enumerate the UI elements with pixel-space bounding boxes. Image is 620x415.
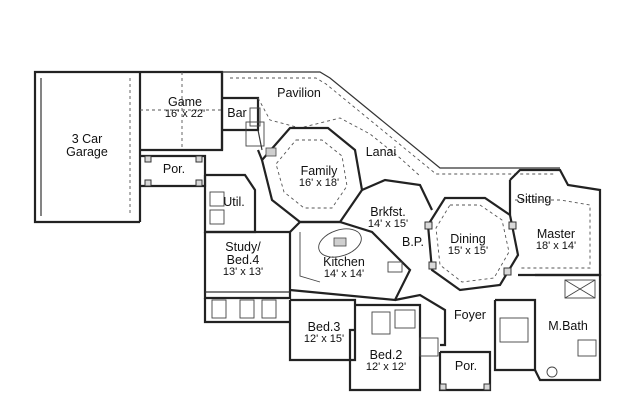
dining-name: Dining <box>450 232 486 246</box>
porch-bottom <box>438 350 492 392</box>
bed2-dims: 12' x 12' <box>365 361 407 374</box>
lanai-name: Lanai <box>365 145 397 159</box>
mbath-name: M.Bath <box>548 319 588 333</box>
master-bath-walls <box>534 273 602 382</box>
room-label-mbath: M.Bath <box>540 319 596 333</box>
bed3-name: Bed.3 <box>307 320 341 334</box>
kitchen-dims: 14' x 14' <box>323 268 365 281</box>
room-label-dining: Dining 15' x 15' <box>436 232 500 258</box>
room-label-bed3: Bed.3 12' x 15' <box>292 320 356 346</box>
bar-name: Bar <box>227 106 247 120</box>
sitting-name: Sitting <box>516 192 552 206</box>
game-room-walls <box>140 70 224 152</box>
pavilion-name: Pavilion <box>277 86 321 100</box>
bed2-name: Bed.2 <box>369 348 403 362</box>
bed2-walls <box>348 303 439 392</box>
foyer-name: Foyer <box>454 308 486 322</box>
master-name: Master <box>536 227 576 241</box>
porch-bottom-name: Por. <box>454 359 478 373</box>
study-name-line2: Bed.4 <box>226 253 260 268</box>
game-dims: 16' x 22' <box>164 108 206 121</box>
family-dims: 16' x 18' <box>298 177 340 190</box>
room-label-pavilion: Pavilion <box>266 86 332 100</box>
breakfast-area <box>361 178 433 211</box>
family-name: Family <box>300 164 338 178</box>
room-label-garage: 3 Car Garage <box>56 132 118 160</box>
study-name-line1: Study/ <box>225 240 261 254</box>
room-label-porch-top: Por. <box>150 162 198 176</box>
room-label-foyer: Foyer <box>446 308 494 322</box>
room-label-brkfst: Brkfst. 14' x 15' <box>356 205 420 231</box>
garage-name-line1: 3 Car <box>71 132 103 146</box>
room-label-study: Study/ Bed.4 13' x 13' <box>212 240 274 279</box>
pavilion-lanai-outline <box>222 71 560 177</box>
study-room-walls <box>203 230 292 324</box>
room-label-bar: Bar <box>222 106 252 120</box>
porch-top <box>140 154 207 188</box>
master-suite-walls <box>508 168 602 277</box>
room-label-util: Util. <box>216 195 252 209</box>
bar-area <box>222 96 265 147</box>
bed3-dims: 12' x 15' <box>303 333 345 346</box>
dining-dims: 15' x 15' <box>447 245 489 258</box>
game-name: Game <box>167 95 203 109</box>
utility-room <box>203 173 257 234</box>
bed3-walls <box>288 298 357 362</box>
dining-room-walls <box>424 196 520 292</box>
util-name: Util. <box>223 195 245 209</box>
room-label-kitchen: Kitchen 14' x 14' <box>312 255 376 281</box>
kitchen-name: Kitchen <box>323 255 365 269</box>
room-label-bp: B.P. <box>396 235 430 249</box>
study-dims: 13' x 13' <box>222 266 264 279</box>
room-label-porch-bottom: Por. <box>444 359 488 373</box>
bp-name: B.P. <box>401 235 424 249</box>
room-label-family: Family 16' x 18' <box>284 164 354 190</box>
brkfst-name: Brkfst. <box>370 205 406 219</box>
room-label-bed2: Bed.2 12' x 12' <box>354 348 418 374</box>
room-label-sitting: Sitting <box>508 192 560 206</box>
master-dims: 18' x 14' <box>535 240 577 253</box>
brkfst-dims: 14' x 15' <box>367 218 409 231</box>
room-label-master: Master 18' x 14' <box>524 227 588 253</box>
room-label-game: Game 16' x 22' <box>150 95 220 121</box>
garage-name-line2: Garage <box>66 145 108 160</box>
porch-top-name: Por. <box>162 162 186 176</box>
garage-walls <box>33 70 142 224</box>
foyer-walls <box>394 293 537 372</box>
room-label-lanai: Lanai <box>356 145 406 159</box>
